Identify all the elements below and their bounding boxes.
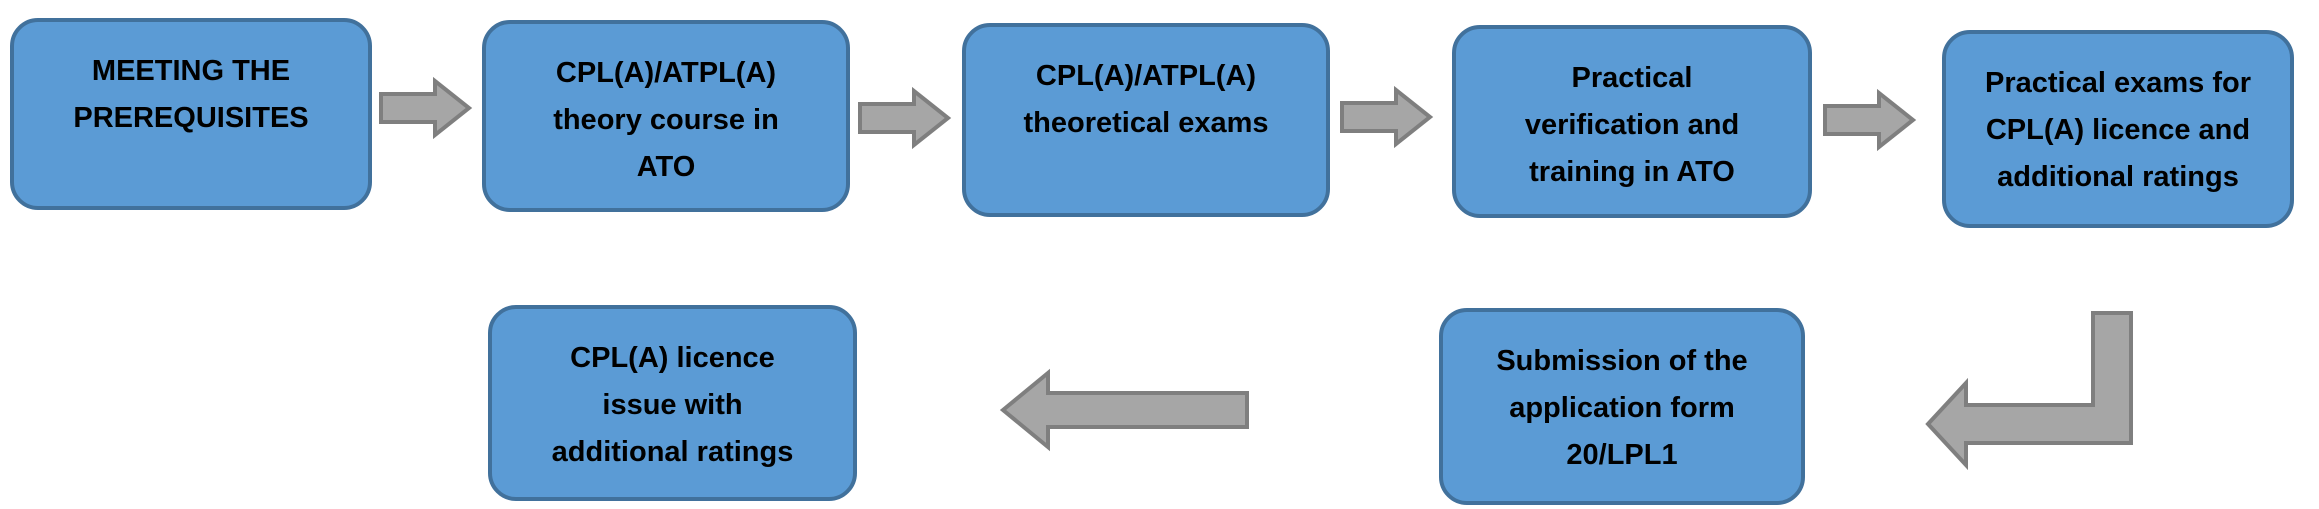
flow-step-meeting-prerequisites: MEETING THE PREREQUISITES: [10, 18, 372, 210]
arrow-right-icon: [1340, 85, 1434, 149]
flow-step-theory-course: CPL(A)/ATPL(A) theory course in ATO: [482, 20, 850, 212]
arrow-left-icon: [999, 368, 1249, 452]
flow-step-label: Submission of the application form 20/LP…: [1496, 345, 1748, 471]
arrow-right-icon: [1823, 88, 1917, 152]
arrow-right-shape: [1823, 88, 1917, 152]
flow-step-label: Practical verification and training in A…: [1524, 62, 1740, 188]
flow-step-label: CPL(A) licence issue with additional rat…: [551, 342, 794, 468]
flow-step-licence-issue: CPL(A) licence issue with additional rat…: [488, 305, 857, 501]
flow-step-application-submission: Submission of the application form 20/LP…: [1439, 308, 1805, 505]
flow-step-label: MEETING THE PREREQUISITES: [73, 55, 309, 134]
arrow-right-icon: [858, 86, 952, 150]
flow-step-practical-exams: Practical exams for CPL(A) licence and a…: [1942, 30, 2294, 228]
flow-step-practical-training: Practical verification and training in A…: [1452, 25, 1812, 218]
arrow-right-icon: [379, 76, 473, 140]
flow-step-theoretical-exams: CPL(A)/ATPL(A) theoretical exams: [962, 23, 1330, 217]
flow-step-label: CPL(A)/ATPL(A) theory course in ATO: [553, 57, 779, 183]
arrow-right-shape: [858, 86, 952, 150]
arrow-left-shape: [999, 368, 1249, 452]
arrow-elbow-shape: [1925, 311, 2133, 471]
flow-step-label: Practical exams for CPL(A) licence and a…: [1985, 67, 2251, 193]
arrow-elbow-down-left-icon: [1925, 311, 2133, 471]
arrow-right-shape: [379, 76, 473, 140]
arrow-right-shape: [1340, 85, 1434, 149]
flow-step-label: CPL(A)/ATPL(A) theoretical exams: [1023, 60, 1269, 139]
